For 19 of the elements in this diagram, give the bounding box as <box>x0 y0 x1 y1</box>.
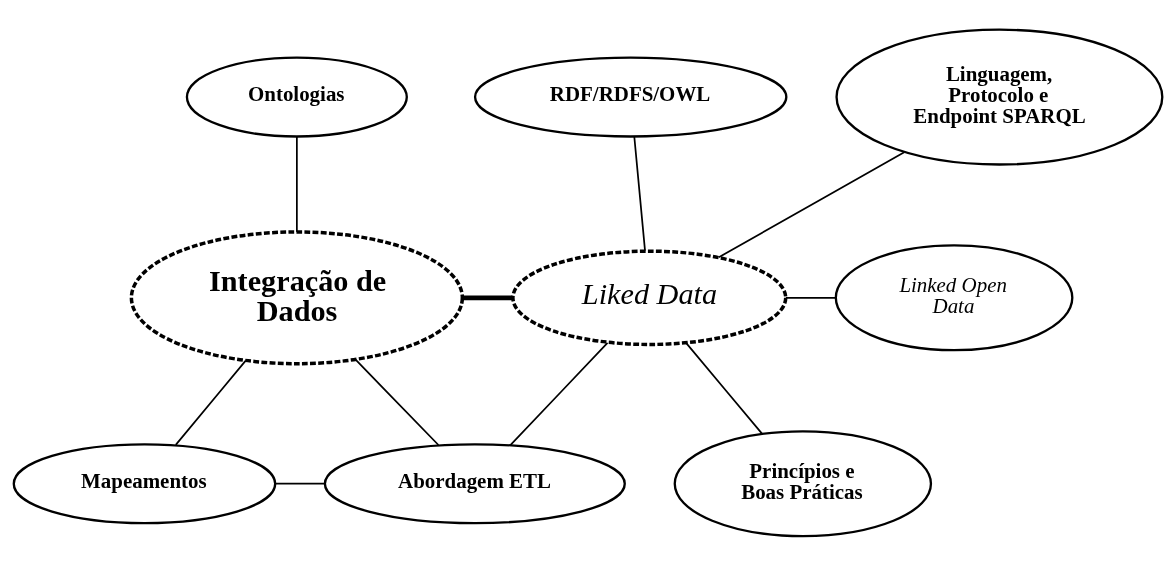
connector <box>633 135 646 252</box>
node-ellipse: Princípios e Boas Práticas <box>673 429 933 537</box>
connector <box>509 341 609 446</box>
connector <box>296 135 298 233</box>
node-ellipse: RDF/RDFS/OWL <box>473 56 788 138</box>
node-ellipse: Mapeamentos <box>12 442 277 524</box>
connector <box>785 296 837 299</box>
connector <box>718 150 906 258</box>
connector <box>354 358 440 446</box>
connector <box>274 482 326 485</box>
node-ellipse: Abordagem ETL <box>323 442 626 524</box>
connector <box>685 342 763 435</box>
connector <box>174 359 247 446</box>
node-ellipse: Ontologias <box>185 56 408 138</box>
node-ellipse: Linguagem, Protocolo e Endpoint SPARQL <box>835 28 1164 166</box>
node-ellipse: Integração de Dados <box>129 229 465 365</box>
connector <box>462 294 513 300</box>
node-ellipse: Liked Data <box>511 248 788 346</box>
node-ellipse: Linked Open Data <box>834 243 1074 351</box>
